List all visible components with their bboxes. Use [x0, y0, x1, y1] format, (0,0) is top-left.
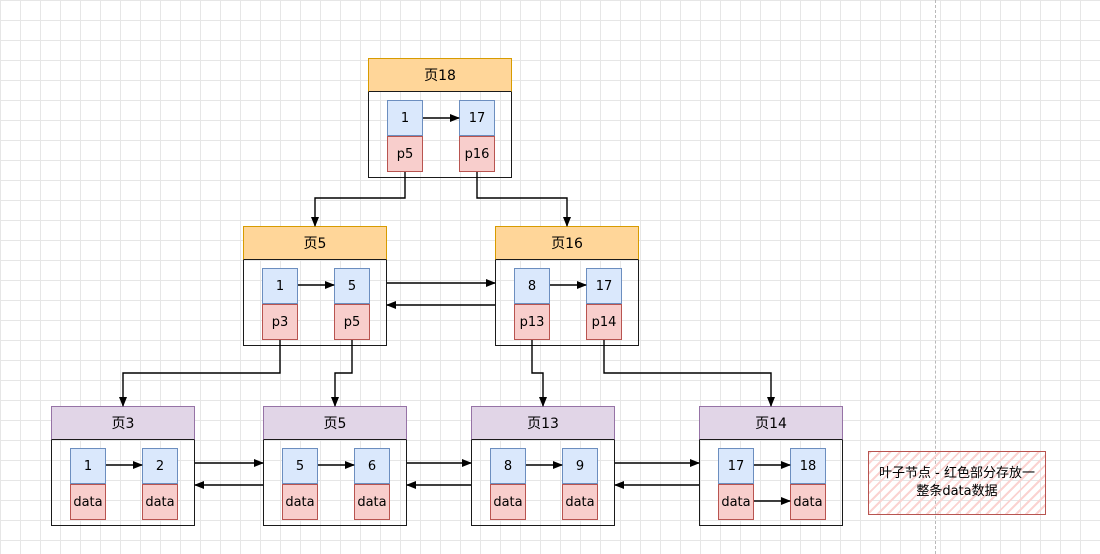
- key-cell: 2: [142, 448, 178, 484]
- key-cell: 1: [262, 268, 298, 304]
- data-cell: data: [354, 484, 390, 520]
- data-cell: data: [562, 484, 598, 520]
- key-cell: 6: [354, 448, 390, 484]
- tree-pointer-arrow: [311, 172, 406, 227]
- leaf-page[interactable]: 页14 17 data 18 data: [699, 406, 843, 526]
- pointer-cell: p16: [459, 136, 495, 172]
- data-cell: data: [718, 484, 754, 520]
- data-cell: data: [70, 484, 106, 520]
- key-cell: 5: [282, 448, 318, 484]
- tree-pointer-arrow: [476, 172, 571, 227]
- key-cell: 8: [490, 448, 526, 484]
- key-cell: 17: [718, 448, 754, 484]
- page-body: [699, 440, 843, 526]
- data-cell: data: [282, 484, 318, 520]
- page-body: [368, 92, 512, 178]
- pointer-cell: p5: [334, 304, 370, 340]
- page-body: [495, 260, 639, 346]
- page-level2-right[interactable]: 页16 8 p13 17 p14: [495, 226, 639, 346]
- leaf-note: 叶子节点 - 红色部分存放一整条data数据: [868, 451, 1046, 515]
- tree-pointer-arrow: [531, 340, 547, 407]
- pointer-cell: p3: [262, 304, 298, 340]
- page-title: 页18: [368, 58, 512, 92]
- page-title: 页3: [51, 406, 195, 440]
- key-cell: 8: [514, 268, 550, 304]
- guide-line: [935, 0, 936, 554]
- tree-pointer-arrow: [119, 340, 281, 407]
- page-title: 页14: [699, 406, 843, 440]
- page-level2-left[interactable]: 页5 1 p3 5 p5: [243, 226, 387, 346]
- key-cell: 18: [790, 448, 826, 484]
- key-cell: 9: [562, 448, 598, 484]
- key-cell: 5: [334, 268, 370, 304]
- pointer-cell: p5: [387, 136, 423, 172]
- key-cell: 1: [387, 100, 423, 136]
- pointer-cell: p14: [586, 304, 622, 340]
- tree-pointer-arrow: [331, 340, 353, 407]
- page-title: 页16: [495, 226, 639, 260]
- key-cell: 17: [459, 100, 495, 136]
- page-root[interactable]: 页18 1 p5 17 p16: [368, 58, 512, 178]
- leaf-page[interactable]: 页3 1 data 2 data: [51, 406, 195, 526]
- tree-pointer-arrow: [603, 340, 775, 407]
- key-cell: 17: [586, 268, 622, 304]
- data-cell: data: [142, 484, 178, 520]
- pointer-cell: p13: [514, 304, 550, 340]
- key-cell: 1: [70, 448, 106, 484]
- data-cell: data: [490, 484, 526, 520]
